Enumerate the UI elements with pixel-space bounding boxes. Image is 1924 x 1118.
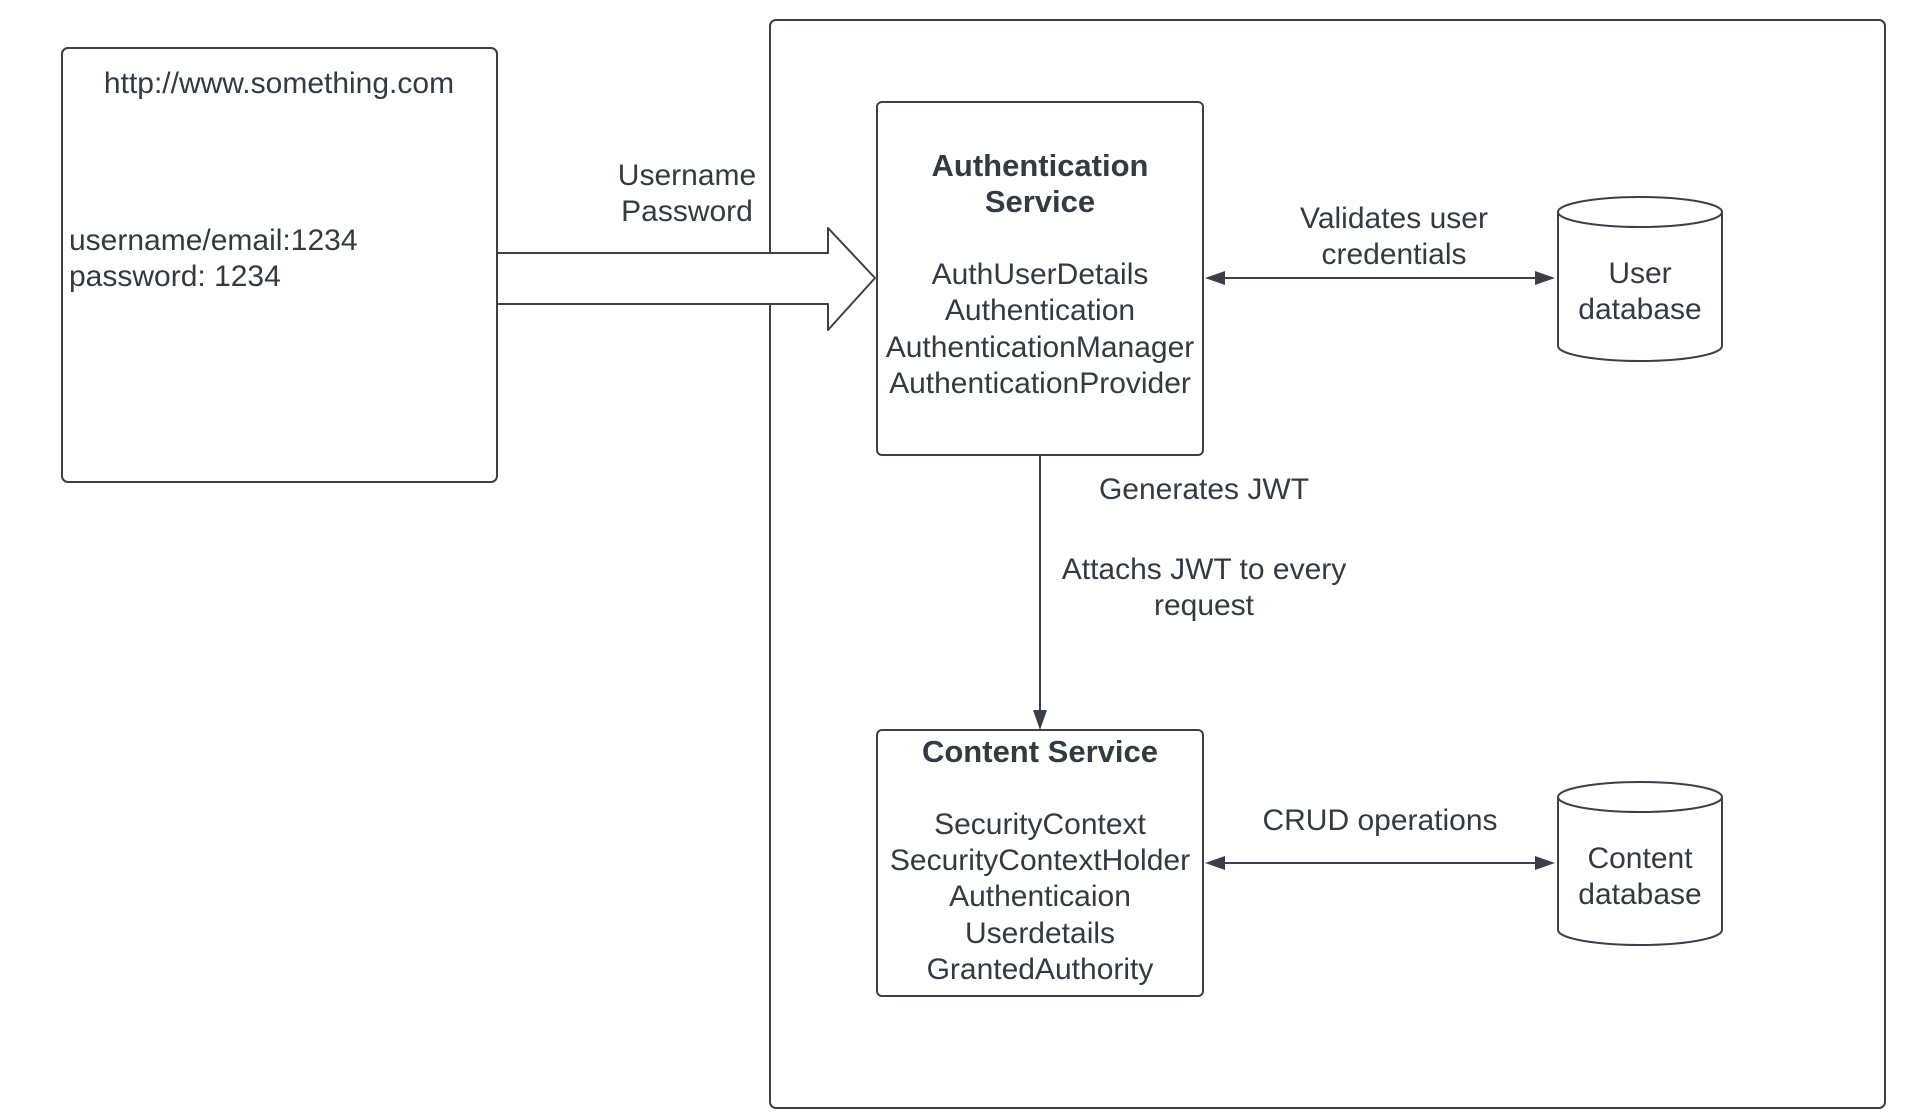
content-service: Content Service SecurityContext Security… [876,729,1204,997]
user-database: User database [1557,196,1723,362]
content-service-title: Content Service [922,734,1158,769]
content-db-label-line2: database [1578,878,1701,911]
validates-label-line1: Validates user [1300,202,1488,235]
content-service-item: Userdetails [965,917,1115,950]
auth-service-item: AuthUserDetails [932,258,1149,291]
validates-label-line2: credentials [1321,238,1466,271]
content-db-cylinder [1557,796,1723,946]
browser-password: password: 1234 [69,260,281,293]
content-db-top [1557,781,1723,813]
content-db-connector: CRUD operations [1205,804,1555,870]
attachs-jwt-label-line2: request [1154,589,1255,622]
auth-service-item: AuthenticationManager [886,331,1195,364]
arrowhead-right [1535,271,1555,285]
auth-service-item: AuthenticationProvider [889,367,1191,400]
content-service-item: Authenticaion [949,880,1131,913]
user-db-cylinder [1557,211,1723,362]
content-service-item: SecurityContext [934,808,1146,841]
content-service-box [876,729,1204,997]
auth-service-title-line2: Service [985,184,1095,219]
content-db-label-line1: Content [1587,842,1693,875]
jwt-connector: Generates JWT Attachs JWT to every reque… [1033,455,1346,730]
content-database: Content database [1557,781,1723,946]
browser-url: http://www.something.com [104,67,454,100]
auth-userdb-connector: Validates user credentials [1205,202,1555,285]
attachs-jwt-label-line1: Attachs JWT to every [1062,553,1347,586]
arrowhead-left [1205,271,1225,285]
user-db-label-line2: database [1578,293,1701,326]
generates-jwt-label: Generates JWT [1099,473,1309,506]
crud-label: CRUD operations [1262,804,1497,837]
login-arrow-label-username: Username [618,159,756,192]
auth-service-title-line1: Authentication [932,148,1149,183]
authentication-service: Authentication Service AuthUserDetails A… [876,101,1204,456]
arrowhead-down [1033,710,1047,730]
content-service-item: GrantedAuthority [927,953,1154,986]
browser-client: http://www.something.com username/email:… [61,47,498,483]
arrowhead-right [1535,856,1555,870]
user-db-top [1557,196,1723,228]
auth-service-item: Authentication [945,294,1135,327]
browser-username: username/email:1234 [69,224,358,257]
user-db-label-line1: User [1608,257,1671,290]
arrowhead-left [1205,856,1225,870]
content-service-item: SecurityContextHolder [890,844,1190,877]
login-arrow-label-password: Password [621,195,753,228]
login-request-arrow: Username Password [496,159,876,331]
block-arrow-shape [496,227,876,331]
